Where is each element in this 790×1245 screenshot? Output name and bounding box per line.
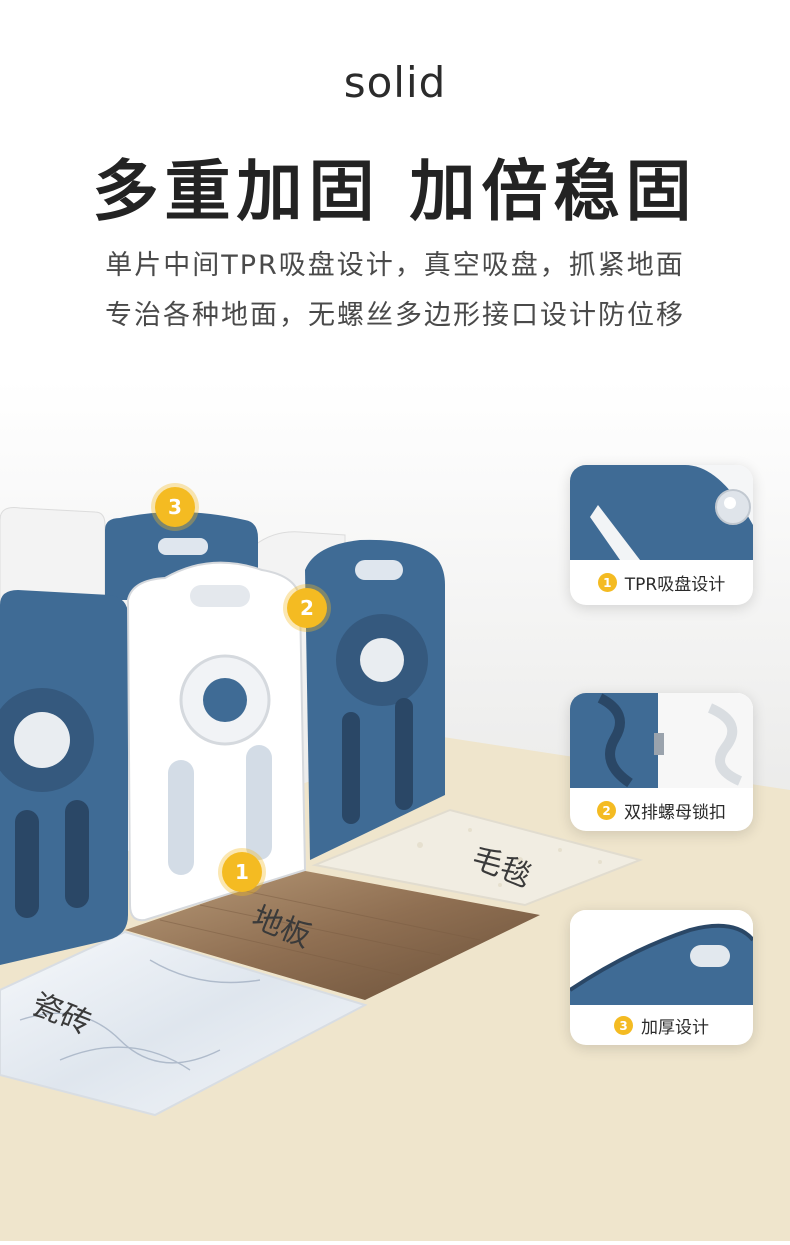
tpr-suction-photo	[570, 465, 753, 560]
card-3-number: 3	[614, 1016, 633, 1035]
marble-tile	[0, 930, 368, 1117]
card-2-number: 2	[597, 801, 616, 820]
card-2-label: 双排螺母锁扣	[624, 803, 726, 823]
card-1-label: TPR吸盘设计	[624, 575, 726, 595]
wood-grain	[159, 889, 481, 976]
detail-card-double-nut-lock: 2 双排螺母锁扣	[570, 693, 753, 831]
card-3-label: 加厚设计	[641, 1018, 709, 1038]
description-line-2: 专治各种地面，无螺丝多边形接口设计防位移	[105, 300, 685, 331]
front-white-panel	[126, 561, 307, 922]
card-1-number: 1	[597, 573, 617, 592]
headline: 多重加固 加倍稳固	[92, 153, 698, 230]
detail-card-thickened: 3 加厚设计	[570, 910, 753, 1045]
scene-badge-2: 2	[287, 588, 327, 628]
detail-card-tpr-suction: 1 TPR吸盘设计	[570, 465, 753, 605]
carpet-mat	[311, 808, 644, 907]
product-scene: 毛毯 地板 瓷砖 3 2 1	[0, 380, 790, 1241]
scene-illustration: 毛毯 地板 瓷砖	[0, 380, 790, 1241]
right-blue-panel	[305, 539, 445, 860]
scene-badge-3: 3	[155, 487, 195, 527]
nut-lock-photo	[570, 693, 753, 788]
left-blue-panel	[0, 590, 128, 965]
eyebrow-text: solid	[343, 58, 447, 107]
marble-veins	[19, 959, 261, 1071]
thickened-photo	[570, 910, 753, 1005]
scene-badge-1: 1	[222, 852, 262, 892]
header: solid 多重加固 加倍稳固 单片中间TPR吸盘设计，真空吸盘，抓紧地面 专治…	[0, 0, 790, 380]
wood-board	[125, 870, 540, 1000]
description-line-1: 单片中间TPR吸盘设计，真空吸盘，抓紧地面	[105, 250, 685, 281]
carpet-texture	[417, 828, 602, 887]
